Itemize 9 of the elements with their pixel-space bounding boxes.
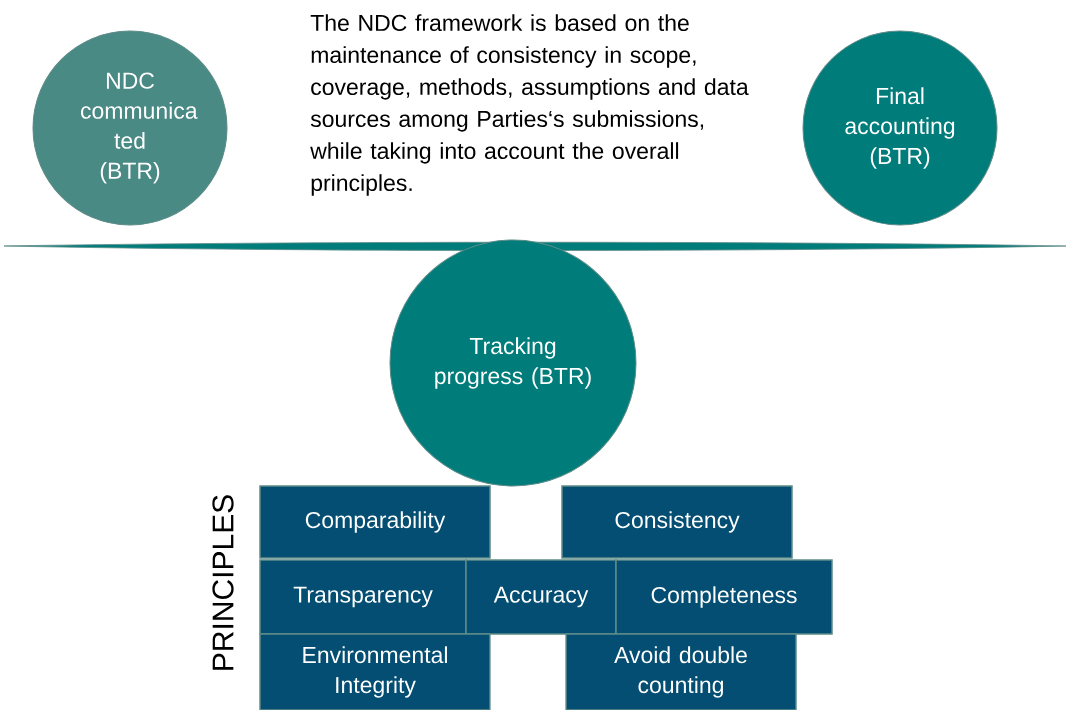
description-text: The NDC framework is based on the maintenance of consistency in scope, coverage, methods, assumptions and data sources among Parties‘s submissions, while taking into account the overall principles. bbox=[310, 14, 749, 196]
principle-box: Environmental Integrity bbox=[259, 633, 491, 710]
vertical-heading: PRINCIPLES bbox=[212, 495, 234, 670]
principle-box: Comparability bbox=[259, 485, 491, 559]
principle-box: Transparency bbox=[259, 559, 467, 635]
principle-box: Accuracy bbox=[465, 559, 617, 635]
principle-box: Consistency bbox=[561, 485, 793, 559]
principle-box: Completeness bbox=[615, 559, 833, 635]
principle-box: Avoid double counting bbox=[565, 633, 797, 710]
